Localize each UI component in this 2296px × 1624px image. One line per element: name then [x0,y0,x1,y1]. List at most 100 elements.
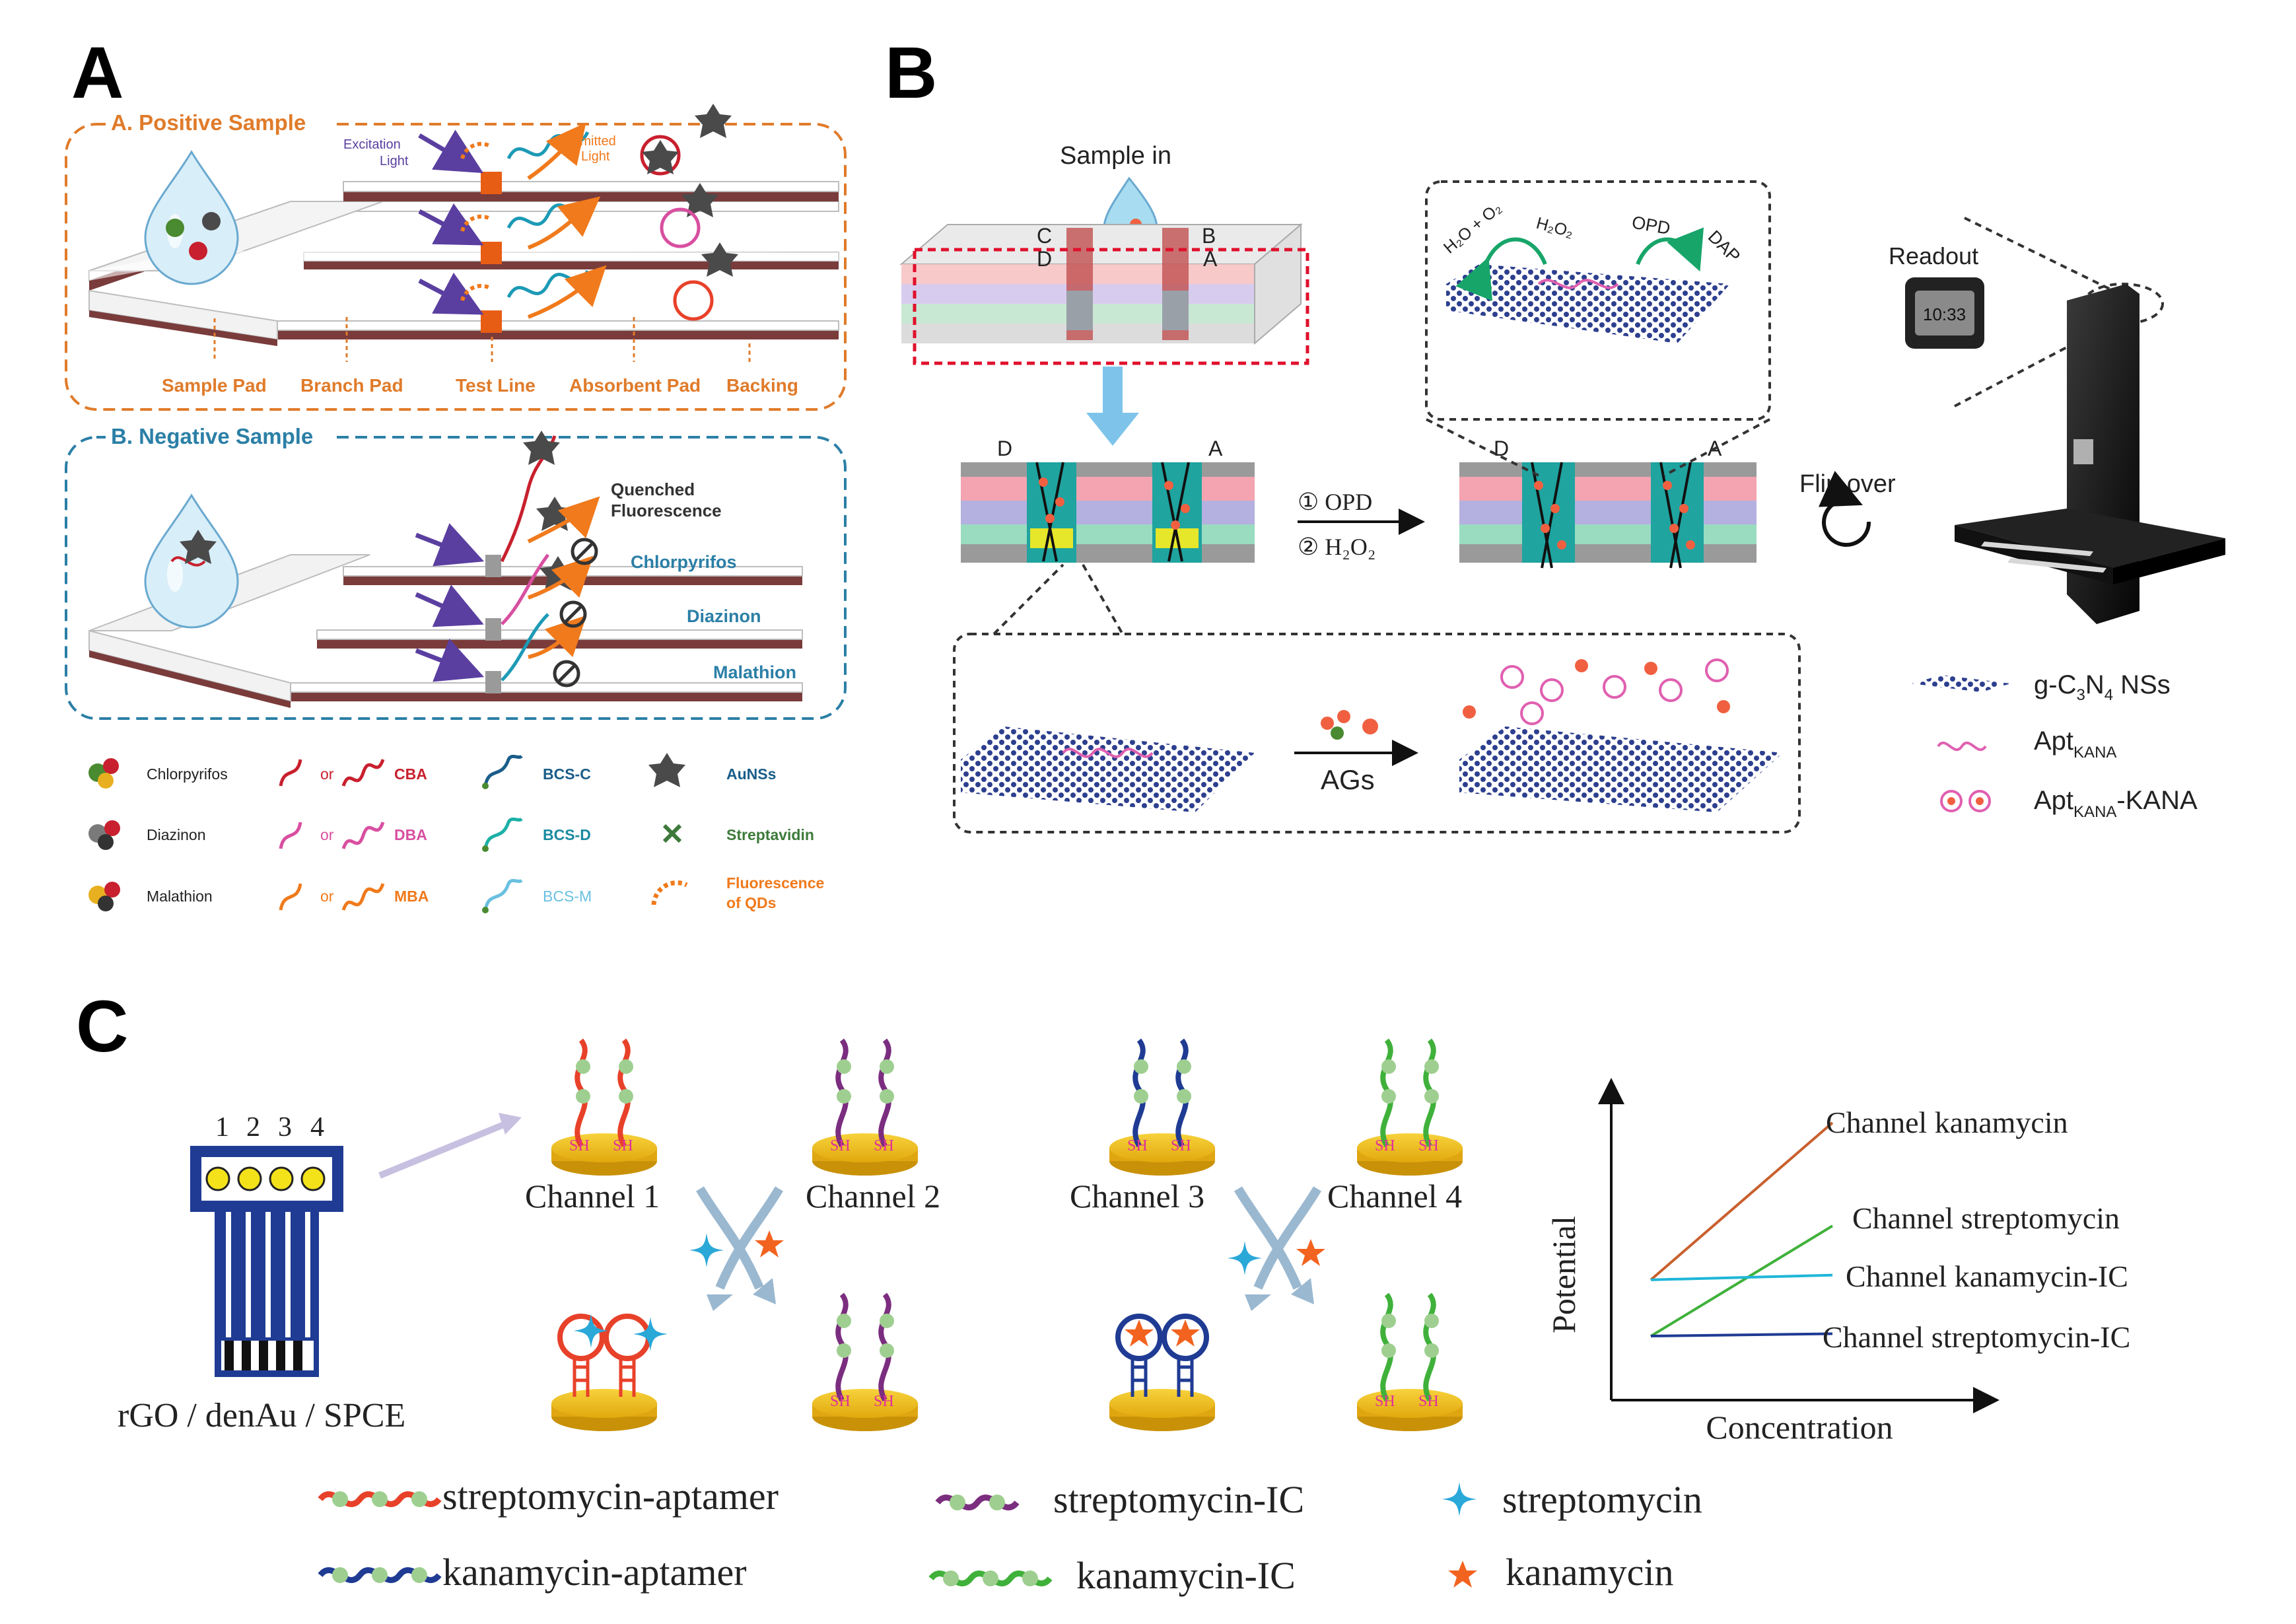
chart-line-2 [1650,1224,1834,1337]
chart-line-1 [1650,1121,1834,1281]
channel-4-bottom [1357,1292,1463,1431]
lane-label-malathion: Malathion [713,662,796,682]
excitation-light-label: Excitation [343,137,401,152]
sh-label-c2a: SH [830,1137,851,1154]
sh-label-c3a: SH [1127,1137,1148,1154]
zoom-opd: OPD [1630,212,1672,238]
legend-streptomycin: streptomycin [1502,1478,1702,1521]
legend-malathion: Malathion [147,888,213,905]
chart-label-streptomycin: Channel streptomycin [1852,1201,2120,1235]
legend-apt-kana: AptKANA [2034,726,2116,761]
readout-label: Readout [1889,242,1978,269]
sh-label-c4a: SH [1375,1137,1395,1154]
legend-aunss: AuNSs [726,765,776,783]
electrode-number-2: 2 [246,1112,260,1143]
negative-sample-box [65,436,847,720]
sh-label-c1a: SH [569,1137,590,1154]
legend-fluorescence-2: of QDs [726,894,776,911]
electrode-pointer-arrow [378,1119,510,1179]
chart-label-kanamycin-ic: Channel kanamycin-IC [1846,1259,2128,1293]
channel-1-label: Channel 1 [525,1178,660,1215]
corner-b: B [1202,224,1216,248]
sh-label-c4b: SH [1418,1137,1439,1154]
legend-kanamycin-aptamer: kanamycin-aptamer [442,1551,747,1594]
electrode-label: rGO / denAu / SPCE [118,1397,405,1434]
panel-c: 1 2 3 4 rGO / denAu / SPCE [118,1038,2130,1597]
strip-label-test-line: Test Line [456,375,536,396]
ags-label: AGs [1321,764,1375,795]
step-h2o2: ② H₂O₂ [1298,534,1375,560]
electrode-number-3: 3 [278,1112,292,1143]
nanosheet-after [1459,726,1783,812]
flip-over-label: Flip over [1799,470,1896,498]
chip-section-right [1459,462,1757,569]
legend-streptavidin: Streptavidin [726,826,814,843]
chart-line-3 [1650,1273,1833,1281]
quenched-fluorescence-label: Quenched [611,479,695,499]
sh-label-b4a: SH [1375,1393,1395,1410]
legend-fluorescence: Fluorescence [726,874,824,892]
quenched-fluorescence-label-2: Fluorescence [611,501,722,520]
positive-sample-box [65,123,847,411]
legend-bcs-d: BCS-D [543,826,591,843]
channel-4-label: Channel 4 [1327,1178,1462,1215]
electrode-number-1: 1 [215,1112,229,1143]
chip-3d [899,223,1309,365]
strip-part-labels: Sample Pad Branch Pad Test Line Absorben… [162,317,798,396]
emitted-light-label-2: Light [581,149,610,164]
strip-label-sample-pad: Sample Pad [162,375,267,396]
corner-a: A [1203,247,1218,271]
lane-label-diazinon: Diazinon [687,606,761,626]
positive-strips [88,104,839,346]
channel-2-bottom [812,1292,918,1431]
legend-mba-or: or [320,888,334,905]
emitted-light-label: Emitted [571,134,616,149]
section-left-a: A [1208,437,1223,460]
cross-arrows-3-4 [1228,1186,1325,1311]
legend-streptomycin-ic: streptomycin-IC [1053,1478,1304,1521]
legend-gc3n4: g-C3N4 NSs [2034,670,2171,704]
strip-label-branch-pad: Branch Pad [300,375,403,396]
legend-bcs-m: BCS-M [543,888,592,905]
down-arrow [1086,367,1139,446]
zoom-dap: DAP [1704,227,1744,266]
zoom-box-top [1425,180,1771,421]
channel-4-top [1357,1038,1463,1176]
panel-letter-c: C [76,986,128,1067]
sh-label-c3b: SH [1171,1137,1191,1154]
channel-2-top [812,1038,918,1176]
legend-diazinon: Diazinon [147,826,206,843]
zoom-top-nanosheet [1446,264,1730,343]
sample-in-label: Sample in [1060,142,1171,170]
zoom-box-bottom [953,633,1801,833]
chart-ylabel: Potential [1545,1216,1582,1333]
step-opd: ① OPD [1298,489,1372,515]
chip-section-left [961,462,1255,563]
readout-display: 10:33 [1923,304,1966,324]
section-left-d: D [997,437,1012,460]
sh-label-c2b: SH [874,1137,894,1154]
negative-strips [88,431,803,708]
channel-3-label: Channel 3 [1070,1178,1204,1215]
legend-bcs-c: BCS-C [543,765,591,783]
chart-line-4 [1650,1332,1833,1338]
legend-cba: CBA [394,765,427,783]
legend-mba: MBA [394,888,429,905]
flip-over-icon [1818,470,1871,547]
legend-dba: DBA [394,826,427,843]
legend-cba-or: or [320,765,334,783]
panel-a: A. Positive Sample [65,104,847,913]
panel-a-legend: Chlorpyrifos or CBA BCS-C AuNSs Diazinon… [88,753,824,913]
strip-label-absorbent-pad: Absorbent Pad [569,375,701,396]
channel-1-bottom [551,1314,668,1431]
lane-label-chlorpyrifos: Chlorpyrifos [631,552,737,572]
detector-device [1955,284,2225,624]
nanosheet-before [961,726,1255,812]
legend-apt-kana-complex: AptKANA-KANA [2034,786,2198,821]
channel-2-label: Channel 2 [806,1178,940,1215]
electrode-card [190,1146,343,1377]
legend-chlorpyrifos: Chlorpyrifos [147,765,228,783]
panel-c-legend: streptomycin-aptamer streptomycin-IC str… [318,1475,1702,1597]
cross-arrows-1-2 [689,1186,784,1311]
